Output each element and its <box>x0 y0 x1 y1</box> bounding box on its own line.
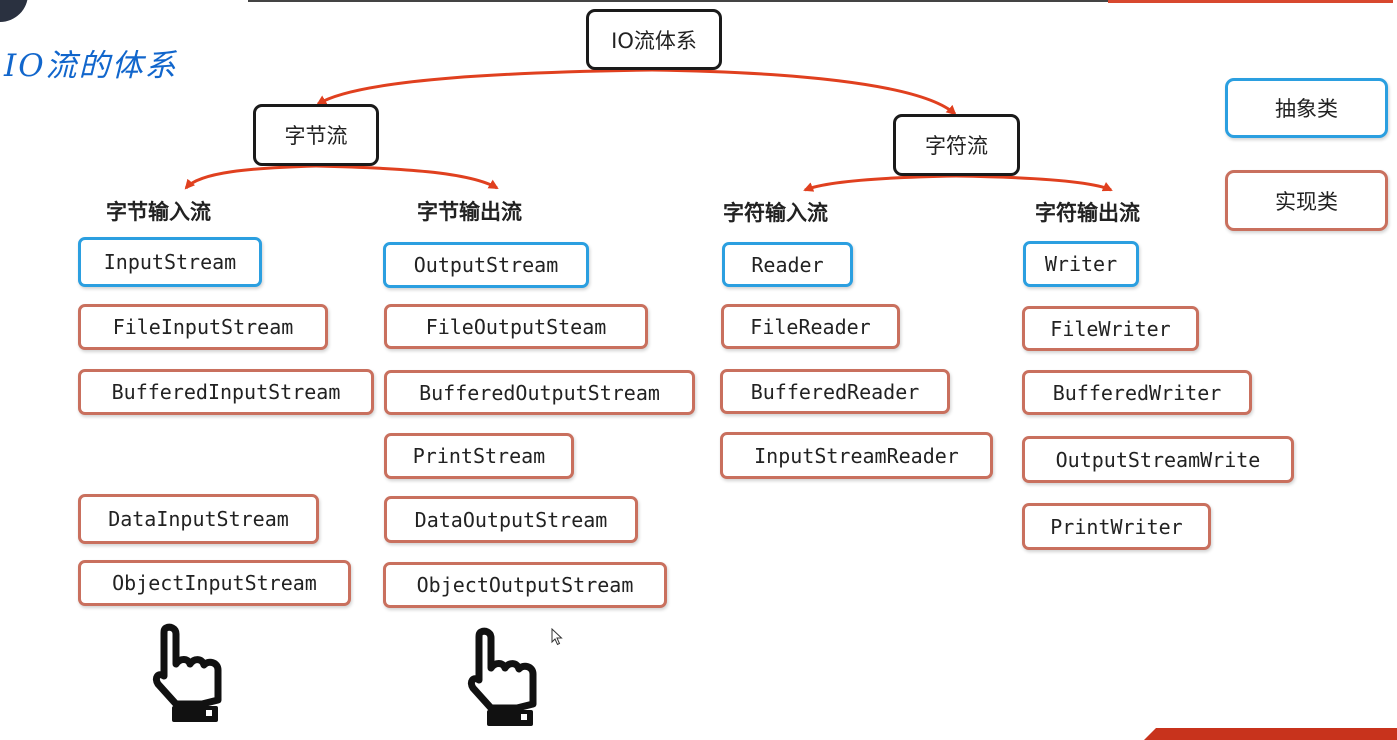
class-box: OutputStream <box>383 242 589 288</box>
char-stream-label: 字符流 <box>925 134 988 158</box>
class-box: PrintStream <box>384 433 574 479</box>
arrow-byte-to-output <box>315 164 499 190</box>
byte-input-header: 字节输入流 <box>106 200 211 224</box>
class-name: Writer <box>1044 252 1118 276</box>
class-box: Reader <box>722 242 853 287</box>
byte-output-header: 字节输出流 <box>417 200 522 224</box>
class-name: PrintStream <box>412 444 546 468</box>
class-name: BufferedWriter <box>1052 380 1222 405</box>
class-name: DataOutputStream <box>414 507 608 532</box>
arrow-char-to-input <box>803 174 957 192</box>
hand-pointer-icon <box>152 623 222 722</box>
class-box: FileReader <box>721 304 900 349</box>
class-box: BufferedInputStream <box>78 369 374 415</box>
legend-impl: 实现类 <box>1225 170 1388 231</box>
mouse-cursor-icon <box>551 628 563 646</box>
class-box: OutputStreamWrite <box>1022 436 1294 483</box>
legend-abstract: 抽象类 <box>1225 78 1388 138</box>
class-name: OutputStream <box>413 253 559 277</box>
class-name: BufferedReader <box>750 379 920 404</box>
arrow-root-to-char <box>651 68 957 116</box>
class-name: BufferedOutputStream <box>419 380 660 405</box>
arrow-root-to-byte <box>316 68 653 106</box>
byte-stream-node: 字节流 <box>253 104 379 166</box>
class-name: FileInputStream <box>112 315 294 339</box>
class-box: ObjectOutputStream <box>383 562 667 608</box>
class-box: ObjectInputStream <box>78 560 351 606</box>
class-name: InputStream <box>103 250 237 274</box>
class-name: FileOutputSteam <box>425 314 607 339</box>
hand-pointer-icon <box>467 627 537 726</box>
bottom-ribbon <box>1142 728 1397 740</box>
arrow-byte-to-input <box>184 164 317 190</box>
class-box: Writer <box>1023 241 1139 287</box>
class-box: DataOutputStream <box>384 496 638 543</box>
class-name: DataInputStream <box>108 507 289 531</box>
class-box: PrintWriter <box>1022 503 1211 550</box>
class-name: ObjectOutputStream <box>416 573 634 597</box>
class-box: InputStream <box>78 237 262 287</box>
class-box: DataInputStream <box>78 494 319 544</box>
class-box: BufferedOutputStream <box>384 370 695 415</box>
class-name: ObjectInputStream <box>112 571 317 595</box>
char-stream-node: 字符流 <box>893 114 1020 176</box>
root-node: IO流体系 <box>586 9 722 70</box>
class-name: Reader <box>751 252 824 277</box>
legend-impl-label: 实现类 <box>1275 189 1338 214</box>
char-output-header: 字符输出流 <box>1035 201 1140 225</box>
class-box: FileWriter <box>1022 306 1199 351</box>
top-divider <box>248 0 1108 2</box>
top-accent-bar <box>1108 0 1393 3</box>
class-name: FileWriter <box>1050 316 1171 341</box>
class-box: BufferedWriter <box>1022 370 1252 415</box>
class-box: BufferedReader <box>720 369 950 414</box>
arrow-char-to-output <box>955 174 1113 192</box>
root-node-label: IO流体系 <box>611 28 697 53</box>
legend-abstract-label: 抽象类 <box>1275 97 1338 121</box>
byte-stream-label: 字节流 <box>284 124 348 148</box>
class-name: BufferedInputStream <box>111 380 341 404</box>
class-name: FileReader <box>750 314 871 339</box>
class-name: PrintWriter <box>1050 514 1183 539</box>
class-box: InputStreamReader <box>720 432 993 479</box>
class-name: OutputStreamWrite <box>1055 447 1261 472</box>
class-box: FileInputStream <box>78 304 328 350</box>
class-name: InputStreamReader <box>754 443 959 468</box>
char-input-header: 字符输入流 <box>723 201 828 225</box>
slide-title: IO流的体系 <box>4 48 178 84</box>
class-box: FileOutputSteam <box>384 304 648 349</box>
